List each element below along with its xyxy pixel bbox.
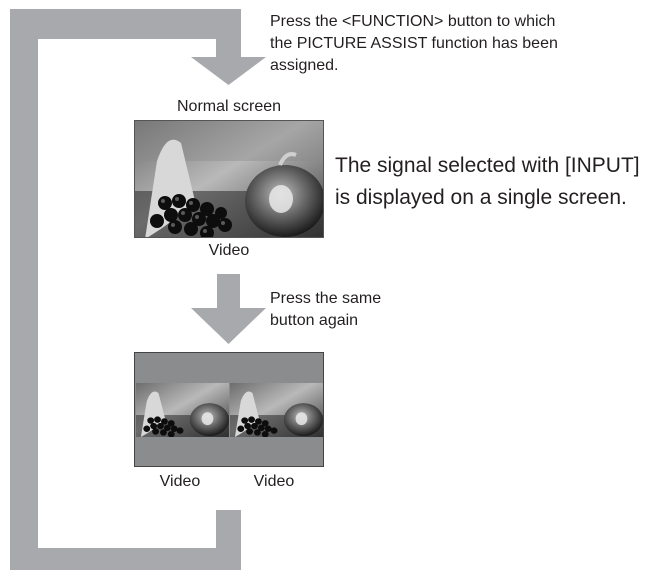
split-screen-left-caption: Video [159,473,201,490]
loop-frame-bottom [10,548,241,570]
normal-screen-title: Normal screen [176,98,282,115]
loop-frame-right-stub [216,510,241,570]
loop-frame-left [10,9,38,569]
split-screen-right-caption: Video [253,473,295,490]
split-screen-image [134,352,324,467]
step1-instruction-line-2: the PICTURE ASSIST function has been [270,35,558,52]
step2-instruction-line-1: Press the same [270,290,382,307]
normal-screen-description-line-2: is displayed on a single screen. [335,186,627,209]
step2-instruction-line-2: button again [270,312,359,329]
loop-frame-top [10,9,241,39]
split-screen-left-picture [136,383,229,437]
arrow-down-2 [191,274,266,344]
step1-instruction-line-1: Press the <FUNCTION> button to which [270,13,556,30]
split-screen-right-picture [230,383,323,437]
normal-screen-image [134,120,324,238]
normal-screen-description-line-1: The signal selected with [INPUT] [335,154,640,177]
step1-instruction-line-3: assigned. [270,57,339,74]
normal-screen-caption: Video [208,242,250,259]
arrow-down-1 [191,9,266,85]
